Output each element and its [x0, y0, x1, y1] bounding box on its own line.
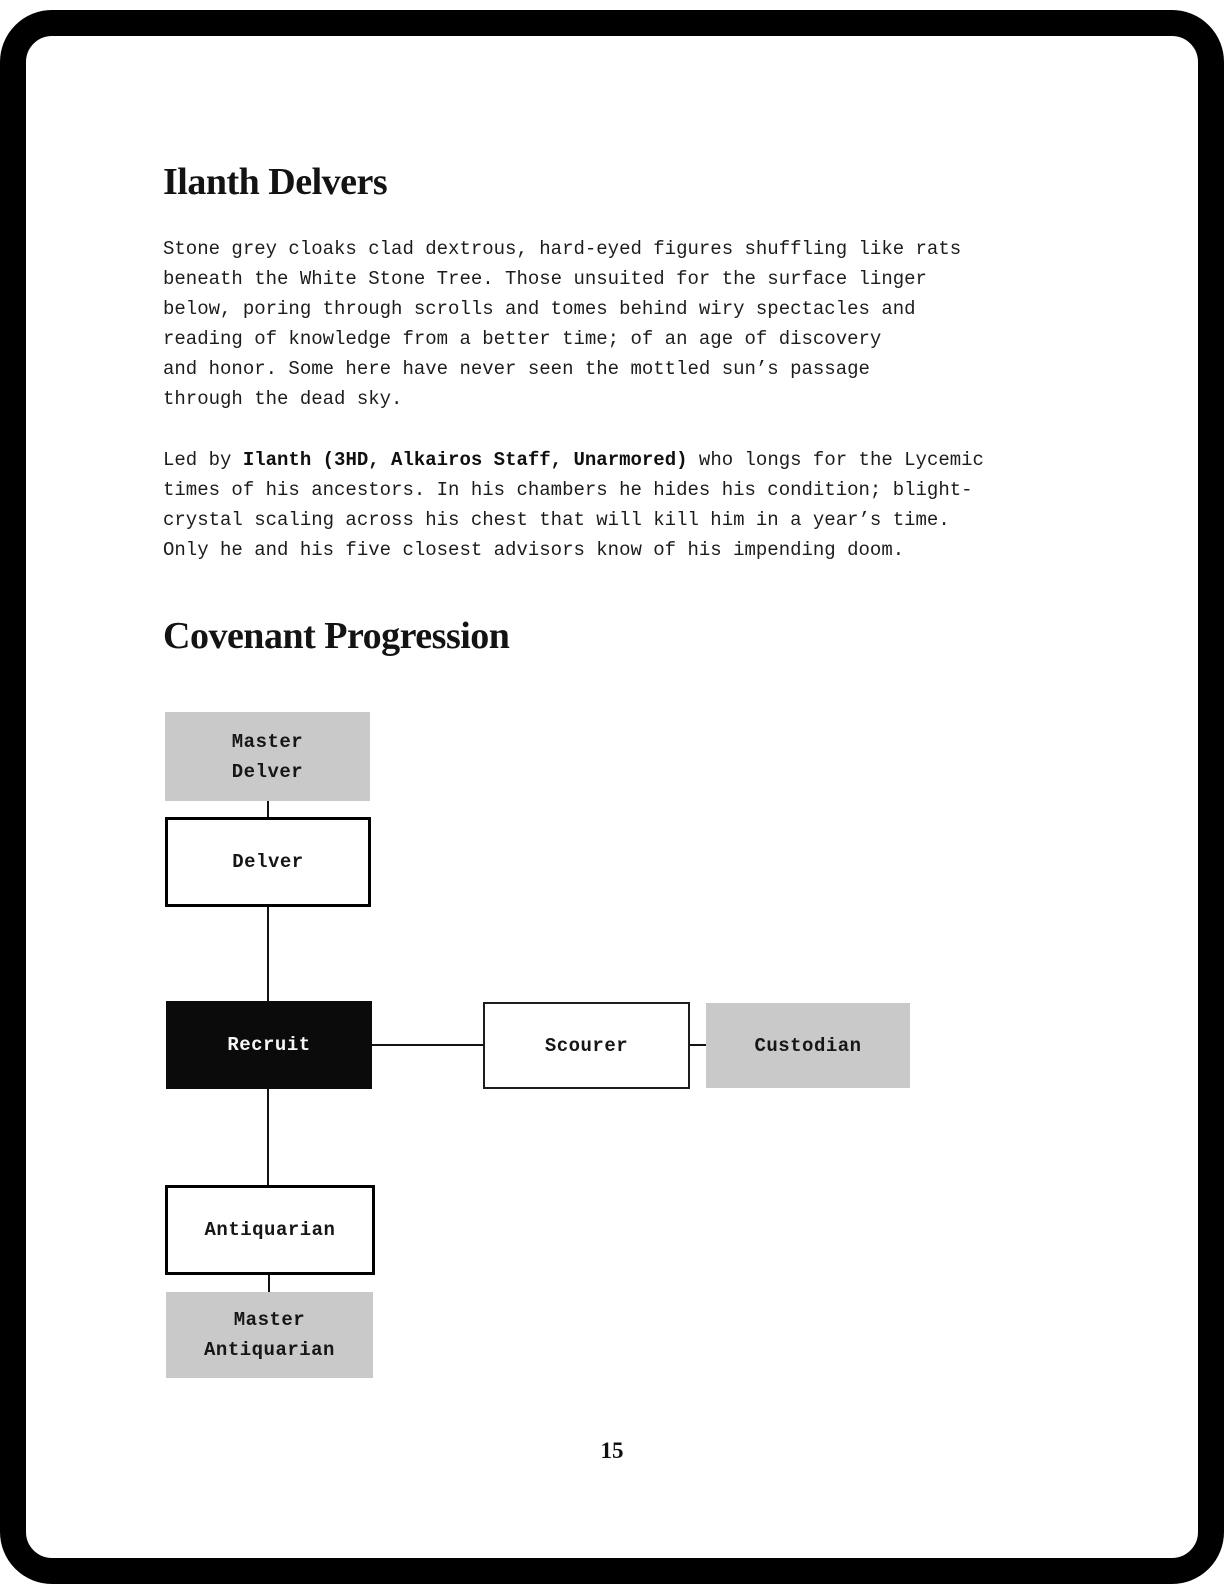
diagram-node-master-delver: Master Delver — [165, 712, 370, 801]
paragraph-ilanth-description: Stone grey cloaks clad dextrous, hard-ey… — [163, 238, 962, 410]
diagram-node-scourer: Scourer — [483, 1002, 690, 1089]
diagram-node-custodian: Custodian — [706, 1003, 910, 1088]
section-heading-ilanth-delvers: Ilanth Delvers — [163, 161, 388, 203]
leader-stat-block: Ilanth (3HD, Alkairos Staff, Unarmored) — [242, 449, 688, 471]
connector-recruit-to-antiquarian — [267, 1089, 269, 1185]
connector-delver-to-recruit — [267, 907, 269, 1001]
diagram-node-antiquarian: Antiquarian — [165, 1185, 375, 1275]
page-number: 15 — [600, 1438, 624, 1463]
leader-text-suffix: who longs for the Lycemic times of his a… — [163, 449, 984, 561]
connector-recruit-to-scourer — [372, 1044, 483, 1046]
connector-master-delver-to-delver — [267, 801, 269, 817]
diagram-node-delver: Delver — [165, 817, 371, 907]
diagram-node-master-antiquarian: Master Antiquarian — [166, 1292, 373, 1378]
leader-text-prefix: Led by — [163, 449, 243, 471]
diagram-node-recruit: Recruit — [166, 1001, 372, 1089]
paragraph-ilanth-leader: Led by Ilanth (3HD, Alkairos Staff, Unar… — [163, 445, 984, 565]
connector-antiquarian-to-master-antiquarian — [268, 1275, 270, 1292]
page-border-frame — [0, 10, 1224, 1584]
connector-scourer-to-custodian — [690, 1044, 706, 1046]
section-heading-covenant-progression: Covenant Progression — [163, 615, 510, 657]
